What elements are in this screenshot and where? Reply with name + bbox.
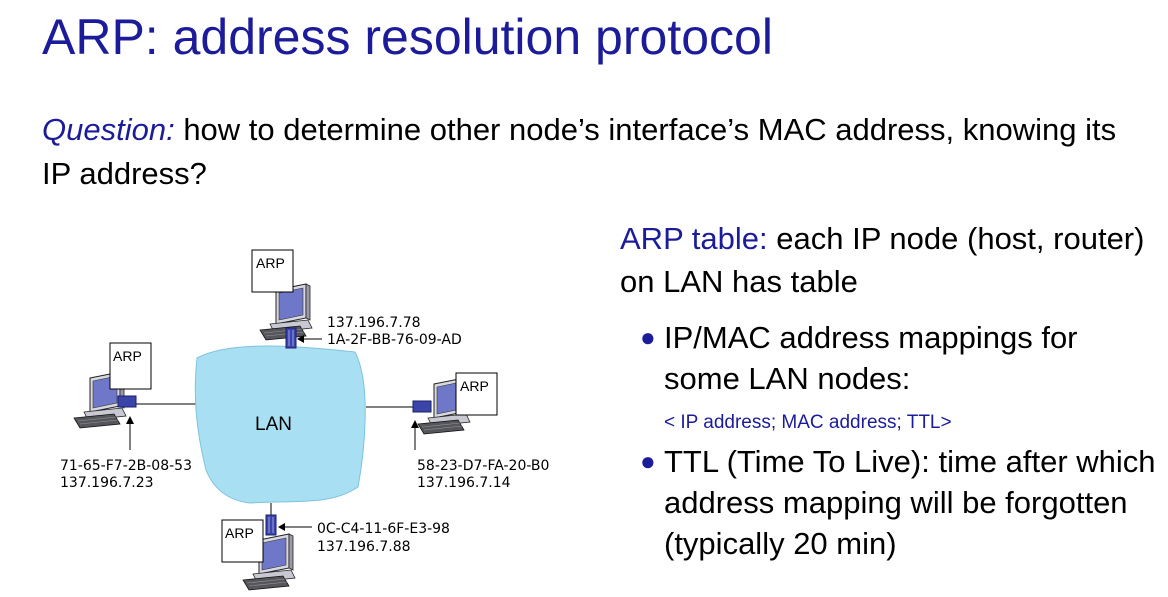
lan-label: LAN [255, 414, 292, 435]
node-bottom-ip: 137.196.7.88 [317, 539, 411, 555]
question-body: how to determine other node’s interface’… [42, 112, 1117, 191]
node-right-ip: 137.196.7.14 [417, 475, 511, 491]
node-bottom-mac: 0C-C4-11-6F-E3-98 [317, 521, 450, 537]
arp-table-box [251, 249, 294, 293]
adapter-icon [265, 514, 277, 536]
bullet-ttl: ● TTL (Time To Live): time after which a… [620, 441, 1160, 564]
node-right: ARP 58-23-D7-FA-20-B0 137.196.7.14 [411, 372, 549, 491]
arp-box-label: ARP [113, 348, 142, 364]
arp-box-label: ARP [460, 378, 489, 394]
bullet-mappings-text: IP/MAC address mappings for some LAN nod… [664, 320, 1078, 396]
bullet-ttl-text: TTL (Time To Live): time after which add… [664, 444, 1156, 561]
question-text: Question: how to determine other node’s … [42, 108, 1152, 196]
node-top: ARP 137.196.7.78 1A-2F-BB-76-09-AD [251, 249, 462, 349]
mapping-format: < IP address; MAC address; TTL> [664, 412, 952, 433]
question-label: Question: [42, 112, 175, 147]
arp-table-description: ARP table: each IP node (host, router) o… [620, 217, 1160, 564]
arp-box-label: ARP [225, 525, 254, 541]
adapter-icon [117, 395, 137, 408]
node-top-ip: 137.196.7.78 [327, 315, 421, 331]
node-top-mac: 1A-2F-BB-76-09-AD [327, 332, 462, 348]
arp-table-box [221, 519, 264, 563]
arp-table-paragraph: ARP table: each IP node (host, router) o… [620, 217, 1160, 303]
bullet-dot-icon: ● [640, 446, 656, 476]
node-left: ARP 71-65-F7-2B-08-53 137.196.7.23 [60, 342, 192, 491]
lan-cloud [194, 345, 366, 504]
bullet-dot-icon: ● [640, 322, 656, 352]
slide-title: ARP: address resolution protocol [42, 9, 773, 65]
node-left-ip: 137.196.7.23 [60, 475, 154, 491]
adapter-icon [412, 400, 432, 413]
lan-diagram: LAN ARP 137.196.7.78 1A-2F-BB-76-09-AD A… [60, 249, 549, 591]
bullet-mappings: ● IP/MAC address mappings for some LAN n… [620, 317, 1160, 399]
adapter-icon [285, 327, 297, 349]
arp-table-label: ARP table: [620, 221, 768, 256]
node-right-mac: 58-23-D7-FA-20-B0 [417, 458, 549, 474]
arp-box-label: ARP [256, 255, 285, 271]
arp-table-box [109, 342, 152, 390]
node-left-mac: 71-65-F7-2B-08-53 [60, 458, 192, 474]
arp-table-box [455, 372, 498, 416]
node-bottom: ARP 0C-C4-11-6F-E3-98 137.196.7.88 [221, 514, 450, 591]
arp-table-text: each IP node (host, router) on LAN has t… [620, 221, 1145, 299]
